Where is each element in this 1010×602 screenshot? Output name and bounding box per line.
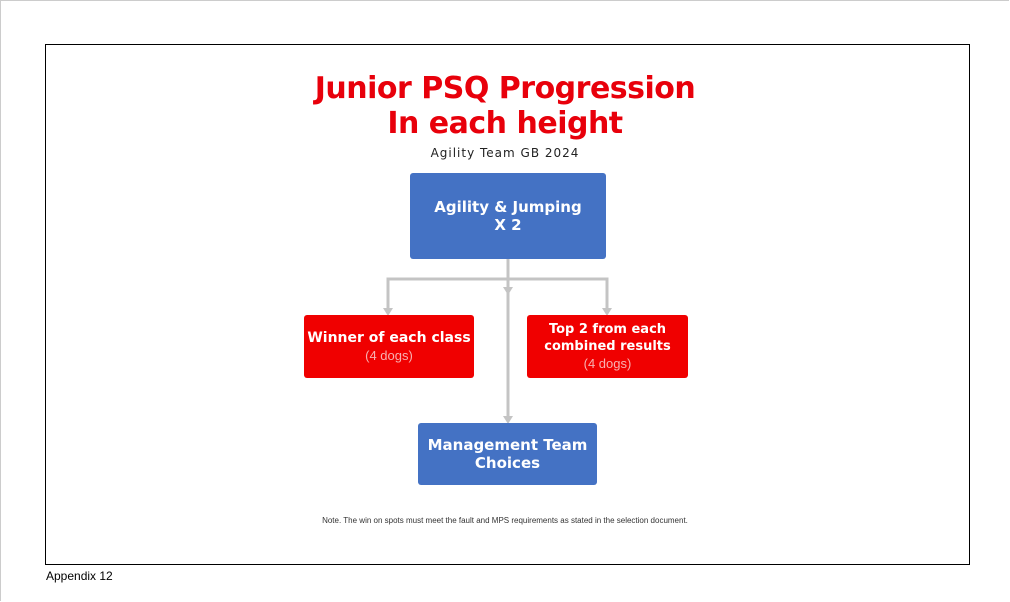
management-box: Management Team Choices [418, 423, 597, 485]
arrow-bottom [503, 416, 513, 424]
top-box-line2: X 2 [494, 216, 522, 234]
management-line2: Choices [474, 454, 541, 472]
title-line-2: In each height [387, 106, 623, 141]
title-line-1: Junior PSQ Progression [314, 71, 696, 106]
arrow-middle [503, 287, 513, 295]
winner-box: Winner of each class (4 dogs) [304, 315, 474, 378]
winner-count: (4 dogs) [365, 347, 413, 363]
winner-title: Winner of each class [307, 329, 471, 346]
top2-box: Top 2 from each combined results (4 dogs… [527, 315, 688, 378]
top2-count: (4 dogs) [583, 356, 632, 371]
footer-appendix: Appendix 12 [46, 569, 113, 583]
note: Note. The win on spots must meet the fau… [322, 516, 688, 525]
connector-branches [386, 277, 609, 310]
arrow-right [602, 308, 612, 316]
subtitle: Agility Team GB 2024 [430, 146, 580, 160]
top2-line1: Top 2 from each [548, 322, 667, 337]
management-line1: Management Team [427, 436, 588, 454]
arrow-left [383, 308, 393, 316]
top-box-line1: Agility & Jumping [434, 198, 582, 216]
slide-frame [45, 44, 970, 565]
top2-line2: combined results [544, 339, 671, 354]
agility-jumping-box: Agility & Jumping X 2 [410, 173, 606, 259]
